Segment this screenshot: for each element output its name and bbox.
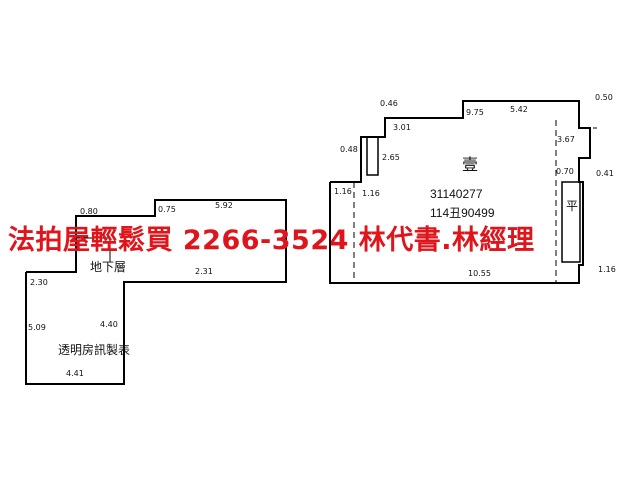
dim-9-75: 9.75 <box>466 108 484 117</box>
side-glyph: 平 <box>566 199 578 213</box>
dim-5-92: 5.92 <box>215 201 233 210</box>
parcel-number: 31140277 <box>430 187 483 201</box>
dim-0-48: 0.48 <box>340 145 358 154</box>
dim-0-80: 0.80 <box>80 207 98 216</box>
left-plan-inner-step <box>76 237 111 262</box>
dim-0-75: 0.75 <box>158 205 176 214</box>
title-label: 透明房訊製表 <box>58 343 131 357</box>
dim-0-46: 0.46 <box>380 99 398 108</box>
left-floor-plan <box>25 199 287 385</box>
dim-2-65: 2.65 <box>382 153 400 162</box>
advertising-banner: 法拍屋輕鬆買 2266-3524 林代書.林經理 <box>8 225 535 256</box>
doc-number: 114丑90499 <box>430 206 495 220</box>
dim-5-42: 5.42 <box>510 105 528 114</box>
dim-4-41: 4.41 <box>66 369 84 378</box>
right-bay <box>561 181 581 263</box>
left-bay <box>366 136 379 176</box>
dim-1-16-c: 1.16 <box>598 265 616 274</box>
dim-5-09: 5.09 <box>28 323 46 332</box>
room-glyph: 壹 <box>462 155 478 174</box>
dim-10-55: 10.55 <box>468 269 491 278</box>
right-floor-plan <box>329 100 597 284</box>
dim-3-01: 3.01 <box>393 123 411 132</box>
dim-0-41: 0.41 <box>596 169 614 178</box>
dim-1-16-b: 1.16 <box>362 189 380 198</box>
dim-1-16-a: 1.16 <box>334 187 352 196</box>
dim-2-30: 2.30 <box>30 278 48 287</box>
dim-4-40: 4.40 <box>100 320 118 329</box>
floor-label: 地下層 <box>90 260 127 274</box>
dim-2-31: 2.31 <box>195 267 213 276</box>
dim-3-67: 3.67 <box>557 135 575 144</box>
dim-0-70: 0.70 <box>556 167 574 176</box>
left-plan-outline <box>25 199 287 385</box>
dim-0-50: 0.50 <box>595 93 613 102</box>
